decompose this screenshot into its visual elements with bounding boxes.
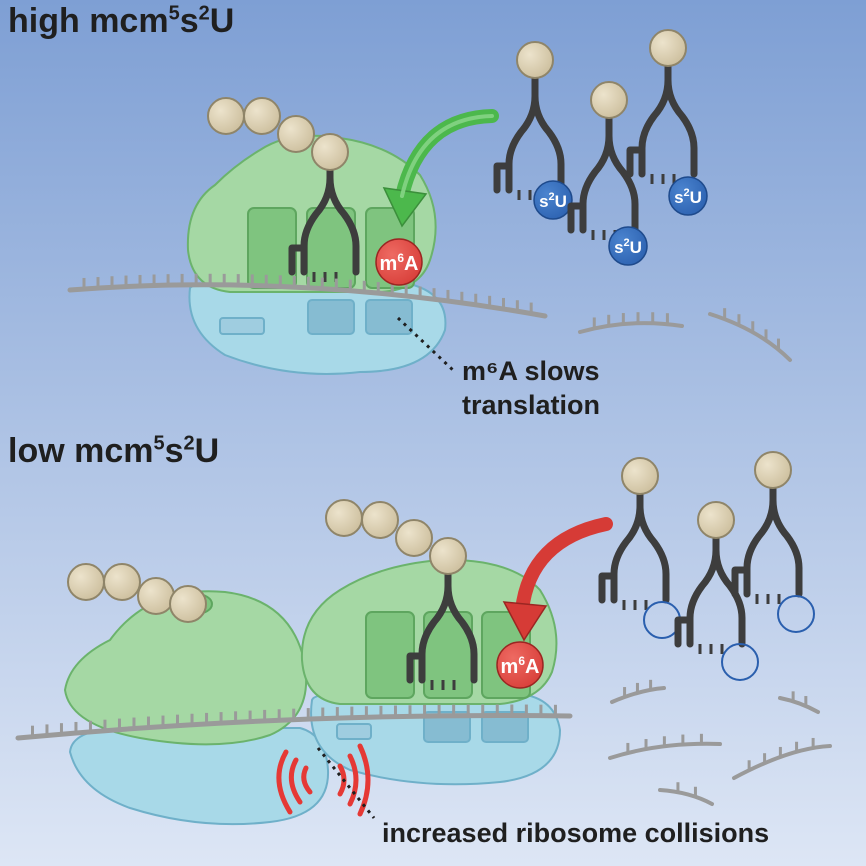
small-subunit-slot — [336, 723, 372, 740]
callout-line-high — [396, 316, 457, 374]
mrna-fragment — [732, 744, 832, 780]
amino-acid-bead — [429, 537, 467, 575]
amino-acid-bead — [277, 115, 315, 153]
mrna-high — [67, 282, 548, 319]
amino-acid-bead — [395, 519, 433, 557]
small-subunit-site — [365, 299, 413, 335]
caption-increased-ribosome-collisions: increased ribosome collisions — [382, 818, 770, 848]
mrna-fragment-codons — [592, 308, 780, 350]
amino-acid-bead — [169, 585, 207, 623]
amino-acid-bead — [311, 133, 349, 171]
amino-acid-bead — [361, 501, 399, 539]
m6a-marker-low: m6A — [496, 641, 544, 689]
caption-translation: translation — [462, 390, 601, 420]
mrna-fragment — [778, 696, 820, 714]
amino-acid-bead — [207, 97, 245, 135]
svg-text:m6A: m6A — [380, 251, 419, 275]
mrna-fragment — [608, 741, 722, 760]
trailing-large-subunit — [63, 590, 308, 746]
small-subunit-site — [423, 711, 471, 743]
high-panel: m6A s2U s2U s2U — [67, 29, 792, 375]
mrna-fragment-codons — [623, 679, 815, 797]
amino-acid-bead — [103, 563, 141, 601]
mrna-low — [15, 712, 573, 741]
free-trna-low-2 — [678, 501, 759, 681]
low-panel: m6A — [15, 451, 832, 826]
caption-m6a-slows: m⁶A slows — [462, 356, 600, 386]
amino-acid-bead — [67, 563, 105, 601]
free-trna-high-2: s2U — [571, 81, 648, 266]
callout-line-low — [316, 747, 376, 819]
m6a-marker-high: m6A — [375, 238, 423, 286]
amino-acid-bead — [243, 97, 281, 135]
free-trna-high-1: s2U — [497, 41, 573, 220]
svg-text:s2U: s2U — [539, 191, 567, 211]
heading-low-mcm5s2u: low mcm5s2U — [8, 432, 220, 470]
free-trna-high-3: s2U — [630, 29, 708, 216]
small-subunit-site — [481, 711, 529, 743]
mrna-fragment — [610, 686, 666, 704]
small-subunit-site — [307, 299, 355, 335]
heading-high-mcm5s2u: high mcm5s2U — [8, 2, 235, 40]
small-subunit-slot — [219, 317, 265, 335]
mrna-fragment — [578, 321, 684, 334]
collision-signal — [276, 743, 371, 817]
mrna-fragment — [658, 788, 714, 806]
svg-text:m6A: m6A — [501, 654, 540, 678]
mrna-fragment — [708, 312, 792, 362]
free-trna-low-3 — [735, 451, 815, 633]
incoming-trna-arrow-low — [502, 517, 613, 642]
incoming-trna-arrow-high — [382, 109, 499, 228]
amino-acid-bead — [137, 577, 175, 615]
mrna-codons — [82, 273, 533, 314]
svg-text:s2U: s2U — [674, 187, 702, 207]
amino-acid-bead — [325, 499, 363, 537]
svg-text:s2U: s2U — [614, 237, 642, 257]
mrna-codons — [30, 704, 557, 737]
